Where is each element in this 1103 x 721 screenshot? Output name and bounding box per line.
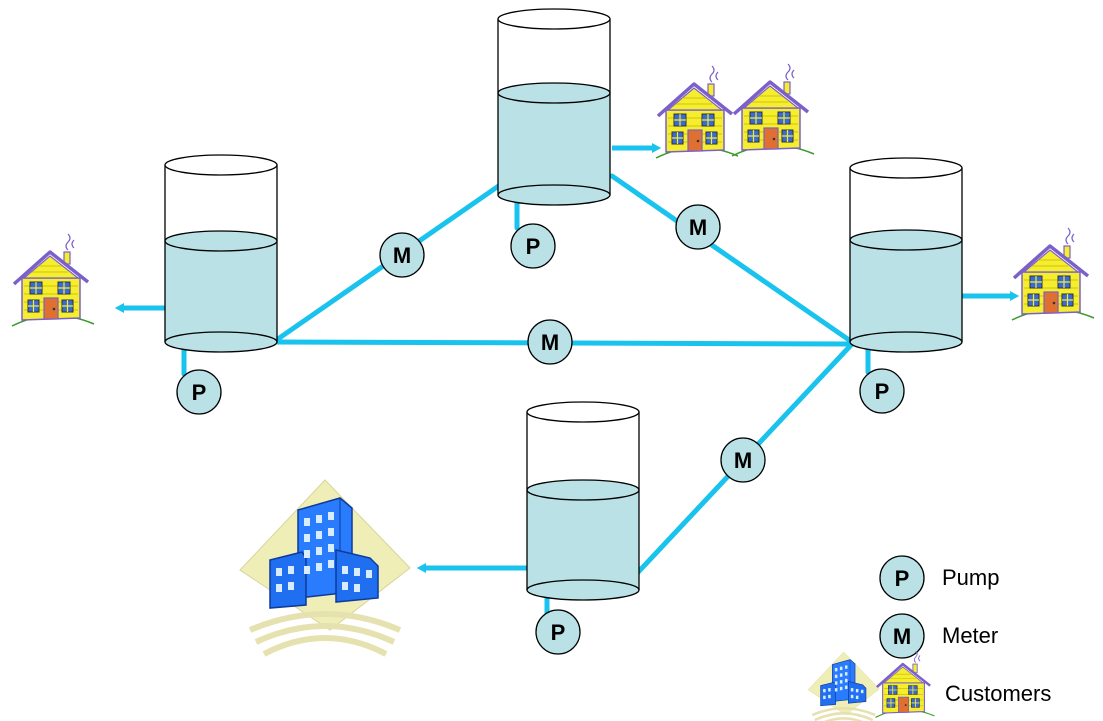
legend: P Pump M Meter Customers [806,555,1051,721]
pump-left: P [176,369,222,415]
meter-right-bottom: M [720,437,766,483]
meter-top-right: M [675,204,721,250]
legend-pump-label: Pump [942,565,999,590]
meter-label: M [689,215,707,240]
pump-label: P [192,380,207,405]
pump-label: P [551,620,566,645]
pipe-top-to-right [609,173,855,345]
house-icon [10,232,96,328]
legend-pump: P Pump [879,555,999,601]
pump-label: P [526,234,541,259]
office-building-icon [806,650,881,721]
pump-label: P [875,379,890,404]
legend-customers: Customers [806,649,1051,721]
outflow-arrows [114,143,1020,573]
pump-right: P [859,368,905,414]
legend-pump-symbol: P [895,566,910,591]
tank-left [164,154,278,353]
meter-left-top: M [379,232,425,278]
meter-label: M [734,448,752,473]
legend-meter-label: Meter [942,623,998,648]
legend-customers-label: Customers [945,681,1051,706]
legend-meter-symbol: M [893,624,911,649]
house-icon [874,649,936,719]
legend-meter: M Meter [879,613,998,659]
house-icon [654,64,740,160]
meter-label: M [393,243,411,268]
house-icon [730,62,816,158]
meter-left-right: M [527,319,573,365]
pump-top: P [510,223,556,269]
house-icon [1010,226,1096,322]
tank-right [849,157,963,353]
pump-bottom: P [535,609,581,655]
office-building-icon [240,480,410,654]
tank-top [497,8,611,206]
meter-label: M [541,330,559,355]
tank-bottom [526,401,640,601]
